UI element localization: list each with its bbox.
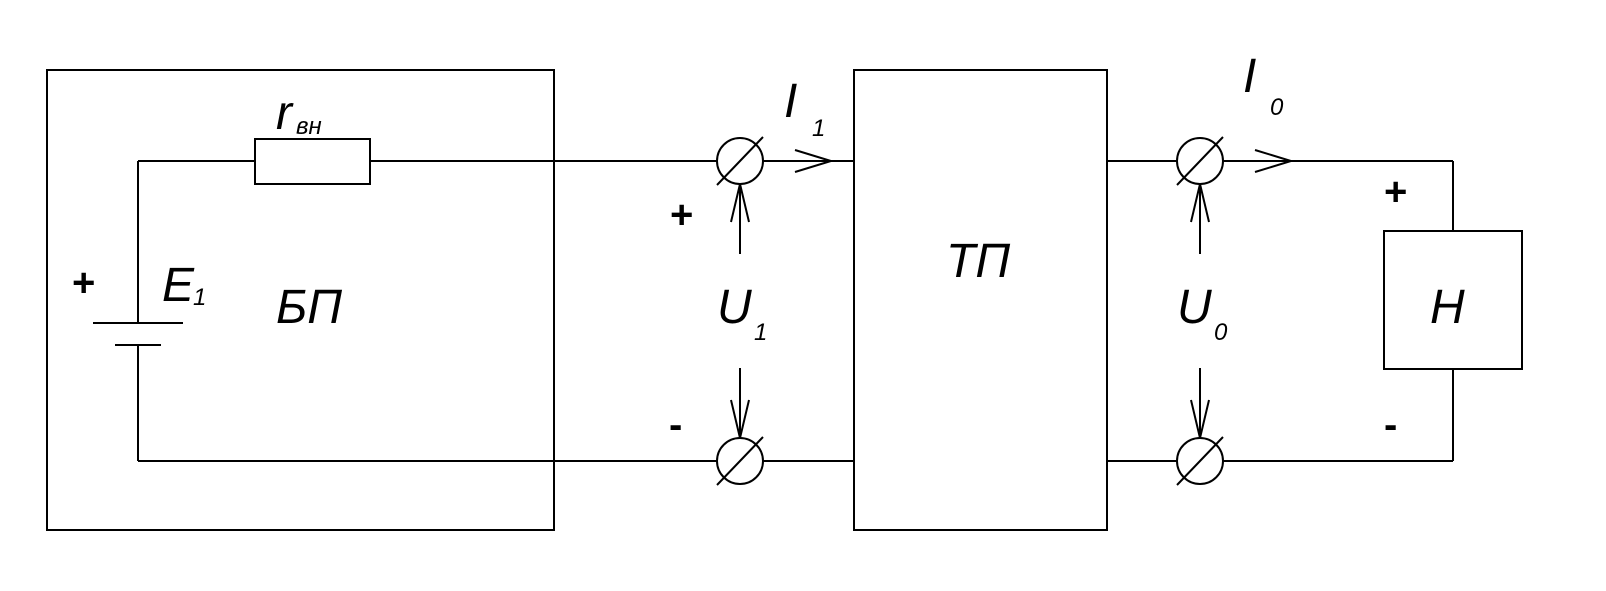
resistor-subscript: вн (296, 113, 322, 140)
load-block (1383, 230, 1523, 370)
load-plus-sign: + (1384, 170, 1407, 214)
input-voltage-arrow-up (730, 183, 750, 254)
input-plus-sign: + (670, 193, 693, 237)
output-terminal-bottom (1176, 436, 1224, 486)
internal-resistor (254, 138, 371, 185)
input-voltage-subscript: 1 (754, 319, 767, 346)
input-voltage-label: U (717, 281, 752, 334)
input-current-subscript: 1 (812, 115, 825, 142)
output-current-label: I (1243, 50, 1256, 103)
converter-label: ТП (946, 235, 1010, 288)
load-label: Н (1430, 281, 1465, 334)
output-voltage-arrow-up (1190, 183, 1210, 254)
battery-plus-sign: + (72, 261, 95, 305)
emf-label: E (162, 259, 195, 312)
load-minus-sign: - (1384, 403, 1397, 447)
output-voltage-arrow-down (1190, 368, 1210, 439)
input-voltage-arrow-down (730, 368, 750, 439)
converter-block (853, 69, 1108, 531)
input-current-label: I (784, 75, 797, 128)
output-voltage-subscript: 0 (1214, 319, 1228, 346)
input-minus-sign: - (669, 403, 682, 447)
input-terminal-top (716, 136, 764, 186)
output-current-subscript: 0 (1270, 94, 1284, 121)
input-current-arrow (794, 149, 835, 173)
emf-subscript: 1 (193, 284, 206, 311)
input-terminal-bottom (716, 436, 764, 486)
resistor-label: r (276, 87, 294, 140)
power-supply-label: БП (276, 281, 342, 334)
output-voltage-label: U (1177, 281, 1212, 334)
output-terminal-top (1176, 136, 1224, 186)
